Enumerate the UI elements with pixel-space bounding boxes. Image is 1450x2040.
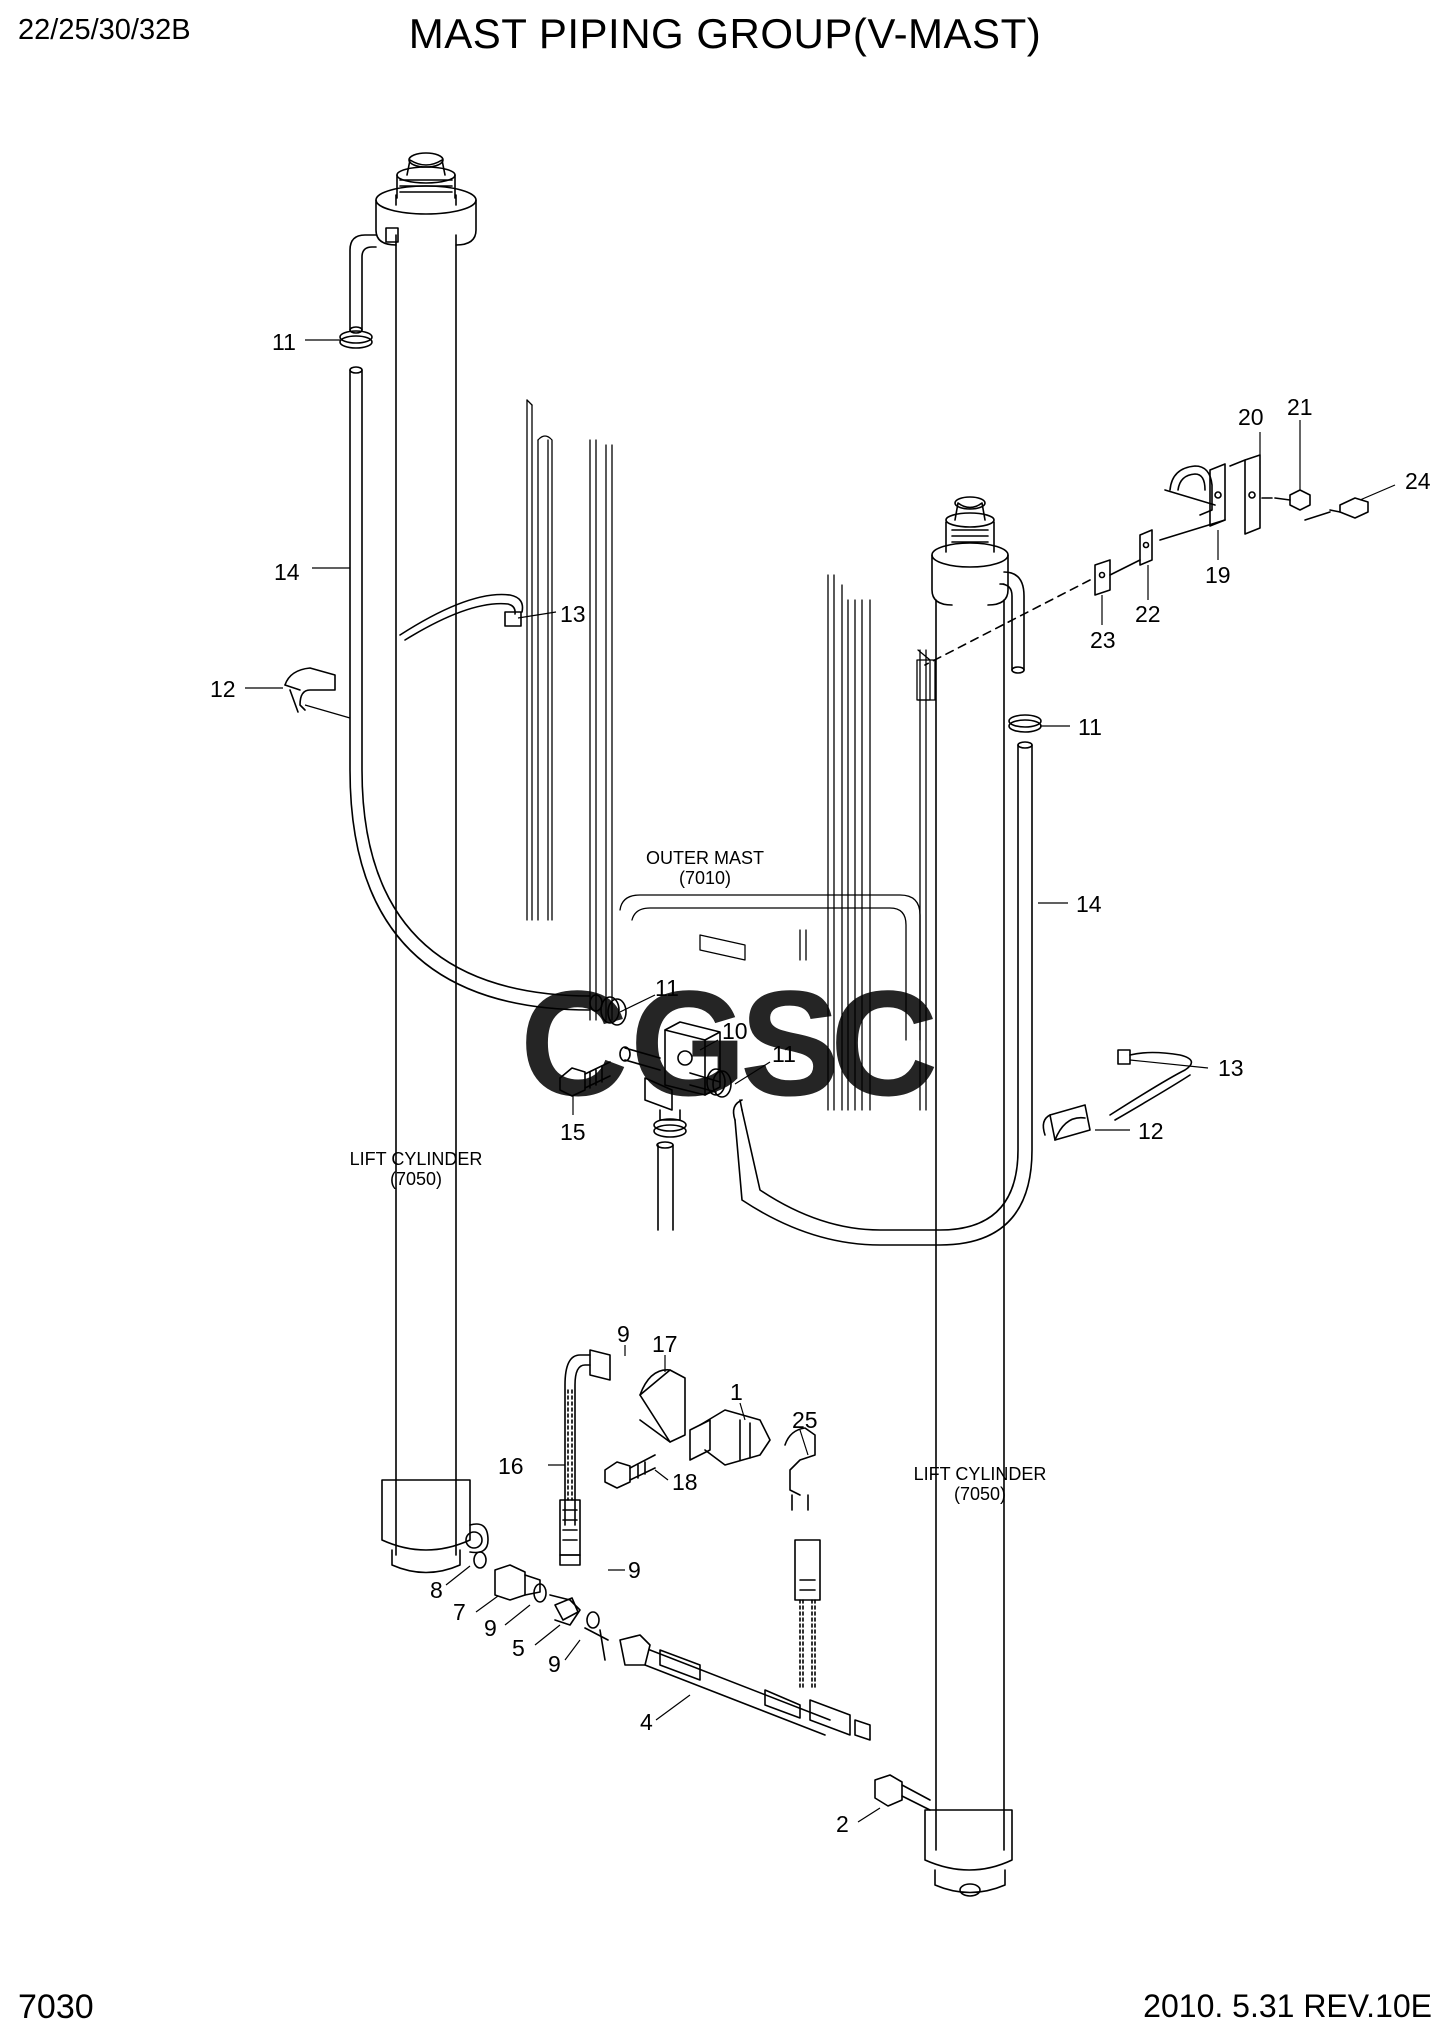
fittings-chain bbox=[473, 1551, 931, 1811]
callout-5: 5 bbox=[512, 1635, 525, 1661]
watermark-letter: C bbox=[520, 959, 628, 1127]
callout-9: 9 bbox=[548, 1651, 561, 1677]
lower-hose bbox=[794, 1539, 821, 1691]
revision-date: 2010. 5.31 REV.10E bbox=[1143, 1988, 1432, 2024]
callout-11: 11 bbox=[772, 1041, 796, 1067]
callout-22: 22 bbox=[1135, 601, 1161, 627]
callout-21: 21 bbox=[1287, 394, 1313, 420]
lift-cylinder-label: LIFT CYLINDER bbox=[350, 1149, 483, 1169]
callout-16: 16 bbox=[498, 1453, 524, 1479]
left-steel-pipe bbox=[349, 234, 603, 1012]
callout-9: 9 bbox=[484, 1615, 497, 1641]
callout-17: 17 bbox=[652, 1331, 678, 1357]
callout-19: 19 bbox=[1205, 562, 1231, 588]
callout-numbers: 11 14 13 12 20 21 24 19 22 23 11 14 13 1… bbox=[210, 329, 1431, 1837]
pipe-bracket bbox=[1094, 454, 1369, 596]
model-number: 22/25/30/32B bbox=[18, 14, 191, 46]
callout-15: 15 bbox=[560, 1119, 586, 1145]
watermark-letter: G bbox=[630, 959, 747, 1127]
outer-mast-frame bbox=[526, 399, 936, 1111]
leader-lines bbox=[245, 339, 1396, 1823]
lift-cylinder-label: LIFT CYLINDER bbox=[914, 1464, 1047, 1484]
outer-mast-label: OUTER MAST bbox=[646, 848, 764, 868]
callout-9: 9 bbox=[628, 1557, 641, 1583]
callout-13: 13 bbox=[1218, 1055, 1244, 1081]
lift-cylinder-ref: (7050) bbox=[390, 1169, 442, 1189]
callout-20: 20 bbox=[1238, 404, 1264, 430]
callout-12: 12 bbox=[1138, 1118, 1164, 1144]
callout-4: 4 bbox=[640, 1709, 653, 1735]
left-lift-cylinder bbox=[375, 152, 489, 1574]
page-number: 7030 bbox=[18, 1988, 94, 2026]
lift-cylinder-ref: (7050) bbox=[954, 1484, 1006, 1504]
callout-24: 24 bbox=[1405, 468, 1431, 494]
cable-tie bbox=[399, 593, 1193, 1121]
right-steel-pipe bbox=[732, 571, 1033, 1246]
page-title: MAST PIPING GROUP(V-MAST) bbox=[408, 10, 1042, 57]
callout-11: 11 bbox=[655, 975, 679, 1001]
callout-13: 13 bbox=[560, 601, 586, 627]
watermark-letter: C bbox=[830, 959, 938, 1127]
dashed-mount-line bbox=[924, 579, 1091, 666]
callout-25: 25 bbox=[792, 1407, 818, 1433]
callout-18: 18 bbox=[672, 1469, 698, 1495]
callout-9: 9 bbox=[617, 1321, 630, 1347]
watermark: C G S C bbox=[520, 959, 938, 1127]
callout-11: 11 bbox=[272, 329, 296, 355]
callout-11: 11 bbox=[1078, 714, 1102, 740]
valve-assembly bbox=[604, 1369, 816, 1511]
outer-mast-ref: (7010) bbox=[679, 868, 731, 888]
callout-10: 10 bbox=[722, 1018, 748, 1044]
callout-1: 1 bbox=[730, 1379, 743, 1405]
reference-labels: OUTER MAST (7010) LIFT CYLINDER (7050) L… bbox=[350, 848, 1047, 1504]
callout-14: 14 bbox=[274, 559, 300, 585]
hose-clamp bbox=[339, 330, 1042, 1138]
callout-8: 8 bbox=[430, 1577, 443, 1603]
callout-2: 2 bbox=[836, 1811, 849, 1837]
right-lift-cylinder bbox=[924, 496, 1013, 1897]
watermark-letter: S bbox=[740, 959, 840, 1127]
callout-23: 23 bbox=[1090, 627, 1116, 653]
callout-14: 14 bbox=[1076, 891, 1102, 917]
callout-12: 12 bbox=[210, 676, 236, 702]
bolt bbox=[559, 1061, 611, 1097]
high-pressure-hose bbox=[559, 1349, 611, 1566]
tee-block bbox=[619, 1021, 721, 1231]
pipe-clamp bbox=[284, 667, 1091, 1141]
callout-7: 7 bbox=[453, 1599, 466, 1625]
